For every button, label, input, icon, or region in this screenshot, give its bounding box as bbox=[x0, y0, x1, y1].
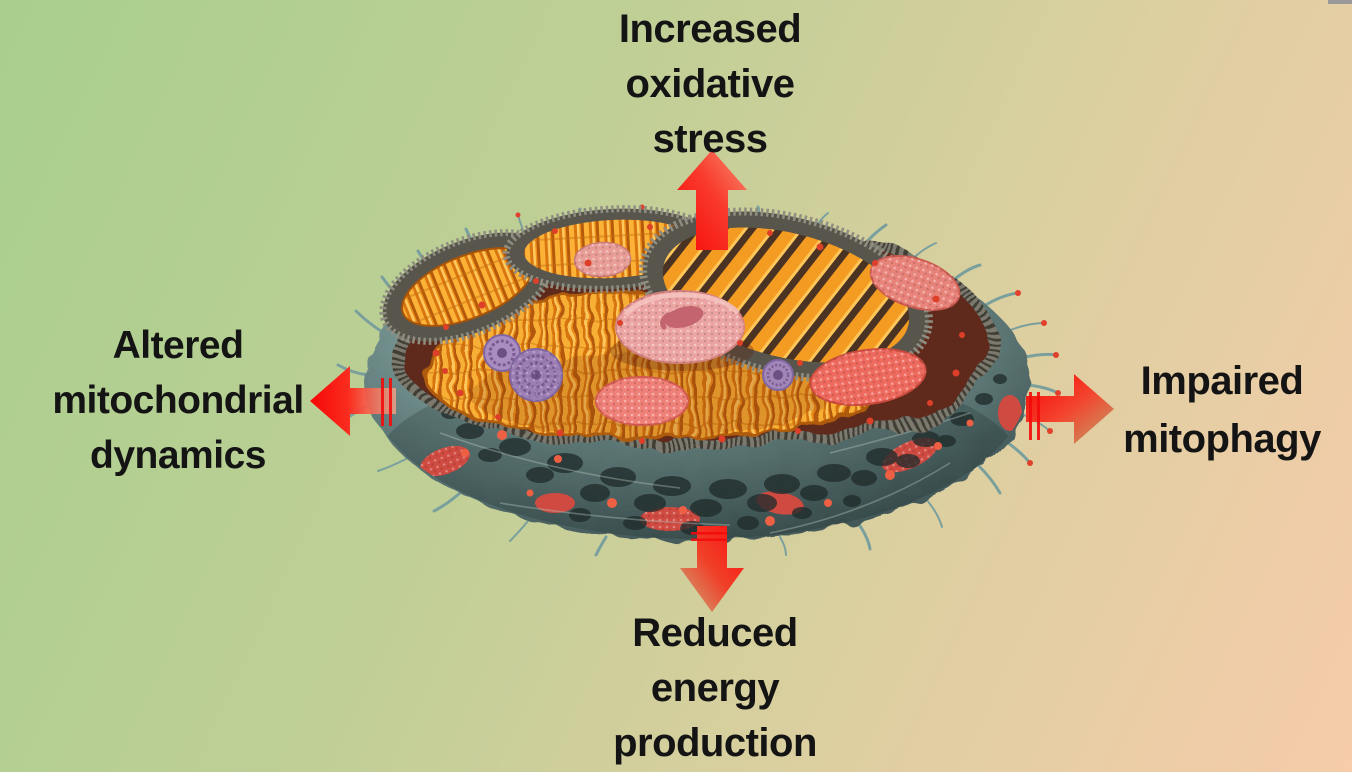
label-line: oxidative bbox=[625, 62, 795, 106]
label-line: Altered bbox=[112, 324, 244, 367]
arrow-down bbox=[680, 526, 744, 612]
label-line: stress bbox=[652, 117, 768, 161]
arrow-right-stripe-artifact bbox=[1029, 392, 1045, 440]
mitochondrion-3d-cross-section bbox=[336, 204, 1061, 557]
membrane-pores bbox=[441, 374, 1007, 535]
label-impaired-mitophagy: Impaired mitophagy bbox=[1072, 352, 1352, 468]
matrix-granules bbox=[595, 348, 927, 426]
arrow-up bbox=[677, 150, 747, 250]
label-line: energy bbox=[650, 666, 780, 710]
label-reduced-energy-production: Reduced energy production bbox=[540, 606, 890, 771]
arrow-left-stripe-artifact bbox=[381, 378, 394, 426]
label-line: mitochondrial bbox=[52, 379, 304, 422]
purple-tubules bbox=[483, 334, 794, 402]
screen-edge-artifact bbox=[1328, 0, 1352, 4]
label-line: production bbox=[613, 721, 817, 765]
matrix-torus bbox=[610, 290, 754, 371]
label-altered-mitochondrial-dynamics: Altered mitochondrial dynamics bbox=[18, 318, 338, 483]
label-line: Increased bbox=[618, 7, 802, 51]
label-line: mitophagy bbox=[1123, 417, 1321, 461]
label-increased-oxidative-stress: Increased oxidative stress bbox=[535, 2, 885, 167]
label-line: Impaired bbox=[1140, 359, 1304, 403]
label-line: Reduced bbox=[632, 611, 798, 655]
arrow-right bbox=[1026, 374, 1114, 444]
label-line: dynamics bbox=[90, 434, 266, 477]
arrow-down-stripe-artifact bbox=[691, 528, 727, 541]
arrow-left bbox=[310, 366, 396, 436]
